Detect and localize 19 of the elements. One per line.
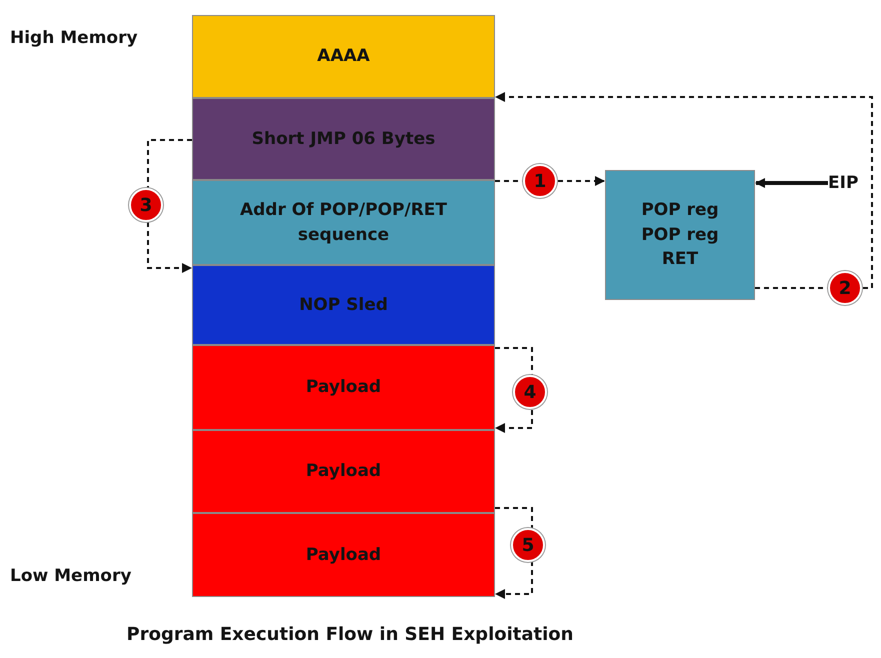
stack-block: Short JMP 06 Bytes bbox=[192, 98, 495, 180]
register-label: EIP bbox=[828, 168, 858, 198]
stack-block: AAAA bbox=[192, 15, 495, 98]
instruction-box: POP reg POP reg RET bbox=[605, 170, 755, 300]
step-number: 5 bbox=[511, 528, 545, 562]
memory-label: High Memory bbox=[10, 28, 138, 48]
stack-block: Payload bbox=[192, 430, 495, 513]
step-number: 3 bbox=[129, 188, 163, 222]
stack-block: Payload bbox=[192, 345, 495, 430]
stack-block: Addr Of POP/POP/RET sequence bbox=[192, 180, 495, 265]
memory-label: Low Memory bbox=[10, 566, 132, 586]
arrow bbox=[755, 178, 828, 188]
step-number: 1 bbox=[523, 164, 557, 198]
dashed-arrow bbox=[495, 92, 873, 289]
step-number: 2 bbox=[828, 271, 862, 305]
caption: Program Execution Flow in SEH Exploitation bbox=[126, 624, 574, 645]
stack-block: NOP Sled bbox=[192, 265, 495, 345]
stack-block: Payload bbox=[192, 513, 495, 597]
step-number: 4 bbox=[513, 375, 547, 409]
